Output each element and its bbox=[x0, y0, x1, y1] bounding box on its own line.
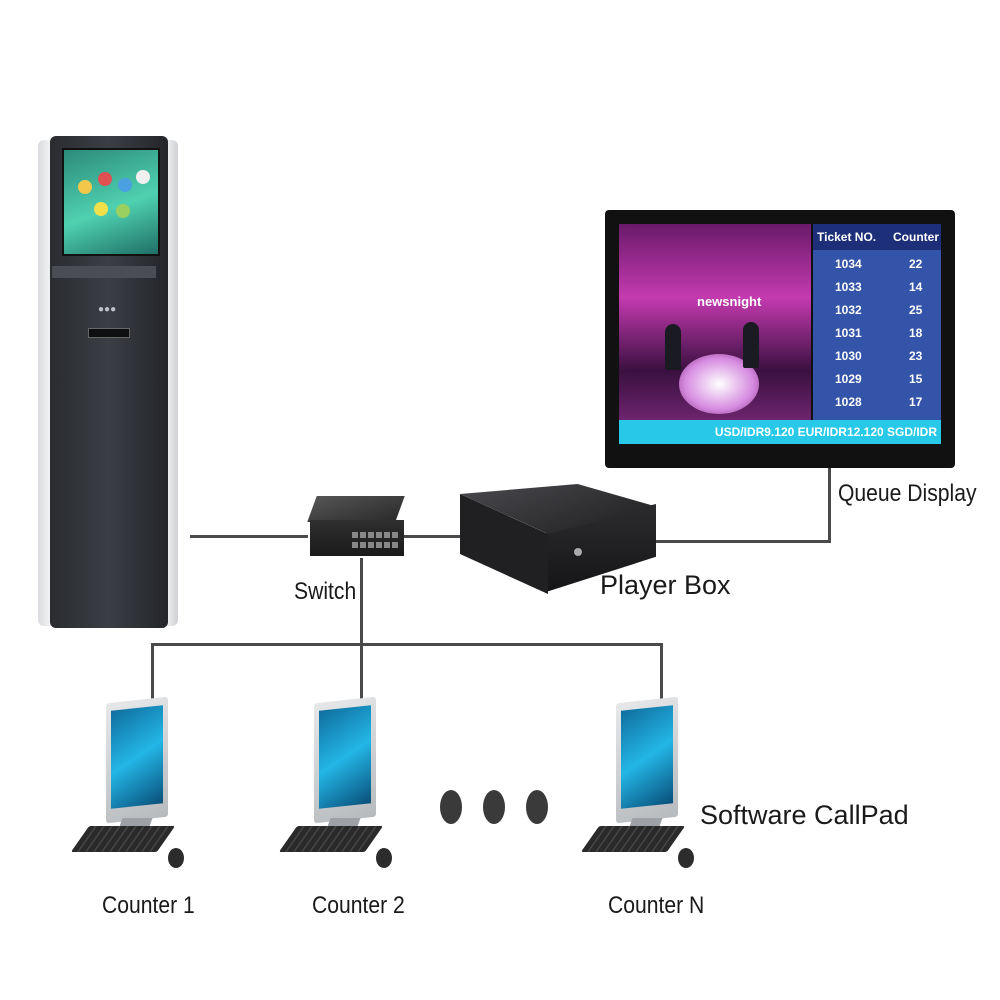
kiosk-menu-icon bbox=[136, 170, 150, 184]
kiosk-menu-icon bbox=[94, 202, 108, 216]
currency-ticker: USD/IDR9.120 EUR/IDR12.120 SGD/IDR bbox=[619, 420, 941, 444]
queue-table-header: Ticket NO. Counter bbox=[813, 224, 941, 250]
switch-port bbox=[376, 532, 382, 538]
counter-bus-line bbox=[151, 643, 663, 646]
kiosk-to-switch-line bbox=[190, 535, 308, 538]
presenter-left bbox=[665, 324, 681, 370]
queue-display-monitor: newsnight Ticket NO. Counter 1034 22 103… bbox=[605, 210, 955, 468]
counter-number: 14 bbox=[909, 280, 923, 294]
computer-monitor bbox=[616, 696, 678, 824]
counter2-drop-line bbox=[360, 643, 363, 705]
presenter-right bbox=[743, 322, 759, 368]
kiosk-menu-icon bbox=[98, 172, 112, 186]
counter-number: 18 bbox=[909, 326, 923, 340]
ticket-number: 1028 bbox=[835, 395, 862, 409]
mouse-icon bbox=[678, 848, 694, 868]
kiosk-logo-icon: ●●● bbox=[98, 304, 117, 315]
counter-number: 22 bbox=[909, 257, 923, 271]
switch-port bbox=[368, 542, 374, 548]
counter-number: 17 bbox=[909, 395, 923, 409]
counter-1-label: Counter 1 bbox=[102, 892, 195, 919]
desktop-computer-icon bbox=[278, 696, 398, 870]
ticket-number: 1030 bbox=[835, 349, 862, 363]
queue-row: 1033 14 bbox=[813, 277, 941, 299]
kiosk-menu-icon bbox=[78, 180, 92, 194]
kiosk-menu-icon bbox=[118, 178, 132, 192]
ticket-number: 1031 bbox=[835, 326, 862, 340]
switch-label: Switch bbox=[294, 578, 357, 605]
switch-port bbox=[384, 532, 390, 538]
playerbox-to-display-line bbox=[656, 540, 830, 543]
queue-row: 1031 18 bbox=[813, 323, 941, 345]
mouse-icon bbox=[376, 848, 392, 868]
player-box-icon bbox=[460, 484, 656, 596]
display-drop-line bbox=[828, 468, 831, 543]
ticket-number: 1029 bbox=[835, 372, 862, 386]
switch-port bbox=[376, 542, 382, 548]
computer-screen bbox=[319, 705, 371, 809]
keyboard-icon bbox=[278, 826, 384, 852]
queue-display-label: Queue Display bbox=[838, 480, 977, 507]
switch-to-playerbox-line bbox=[402, 535, 460, 538]
keyboard-icon bbox=[580, 826, 686, 852]
counter-number: 15 bbox=[909, 372, 923, 386]
counter1-drop-line bbox=[151, 643, 154, 705]
computer-monitor bbox=[106, 696, 168, 824]
switch-port bbox=[352, 542, 358, 548]
queue-row: 1032 25 bbox=[813, 300, 941, 322]
header-counter: Counter bbox=[893, 230, 939, 244]
switch-port bbox=[392, 542, 398, 548]
ellipsis-dot bbox=[440, 790, 462, 824]
ticket-number: 1032 bbox=[835, 303, 862, 317]
switch-port bbox=[352, 532, 358, 538]
queue-row: 1030 23 bbox=[813, 346, 941, 368]
monitor-video-area: newsnight bbox=[619, 224, 811, 434]
switch-port bbox=[360, 542, 366, 548]
kiosk-menu-icon bbox=[116, 204, 130, 218]
desktop-computer-icon bbox=[70, 696, 190, 870]
switch-down-line bbox=[360, 558, 363, 646]
computer-monitor bbox=[314, 696, 376, 824]
counter-2-label: Counter 2 bbox=[312, 892, 405, 919]
kiosk-touchscreen bbox=[62, 148, 160, 256]
desktop-computer-icon bbox=[580, 696, 700, 870]
switch-port bbox=[360, 532, 366, 538]
queue-row: 1034 22 bbox=[813, 254, 941, 276]
program-title: newsnight bbox=[697, 294, 762, 309]
counter-number: 25 bbox=[909, 303, 923, 317]
queue-row: 1029 15 bbox=[813, 369, 941, 391]
kiosk-ticket-slot bbox=[88, 328, 130, 338]
ellipsis-dot bbox=[483, 790, 505, 824]
switch-top bbox=[307, 496, 405, 522]
queue-row: 1028 17 bbox=[813, 392, 941, 414]
ticket-kiosk-icon: ●●● bbox=[38, 136, 178, 630]
network-switch-icon bbox=[306, 496, 405, 558]
counter-n-label: Counter N bbox=[608, 892, 705, 919]
player-box-label: Player Box bbox=[600, 570, 731, 600]
computer-screen bbox=[621, 705, 673, 809]
queue-table: Ticket NO. Counter 1034 22 1033 14 1032 … bbox=[813, 224, 941, 432]
header-ticket: Ticket NO. bbox=[817, 230, 877, 244]
switch-front bbox=[310, 520, 404, 556]
counterN-drop-line bbox=[660, 643, 663, 705]
kiosk-side-left bbox=[38, 140, 52, 626]
software-callpad-label: Software CallPad bbox=[700, 800, 909, 830]
ellipsis-dot bbox=[526, 790, 548, 824]
switch-port bbox=[392, 532, 398, 538]
ticket-number: 1033 bbox=[835, 280, 862, 294]
keyboard-icon bbox=[70, 826, 176, 852]
ticket-number: 1034 bbox=[835, 257, 862, 271]
kiosk-strip bbox=[52, 266, 156, 278]
computer-screen bbox=[111, 705, 163, 809]
switch-port bbox=[368, 532, 374, 538]
counter-number: 23 bbox=[909, 349, 923, 363]
mouse-icon bbox=[168, 848, 184, 868]
switch-port bbox=[384, 542, 390, 548]
power-button-icon bbox=[574, 548, 582, 556]
